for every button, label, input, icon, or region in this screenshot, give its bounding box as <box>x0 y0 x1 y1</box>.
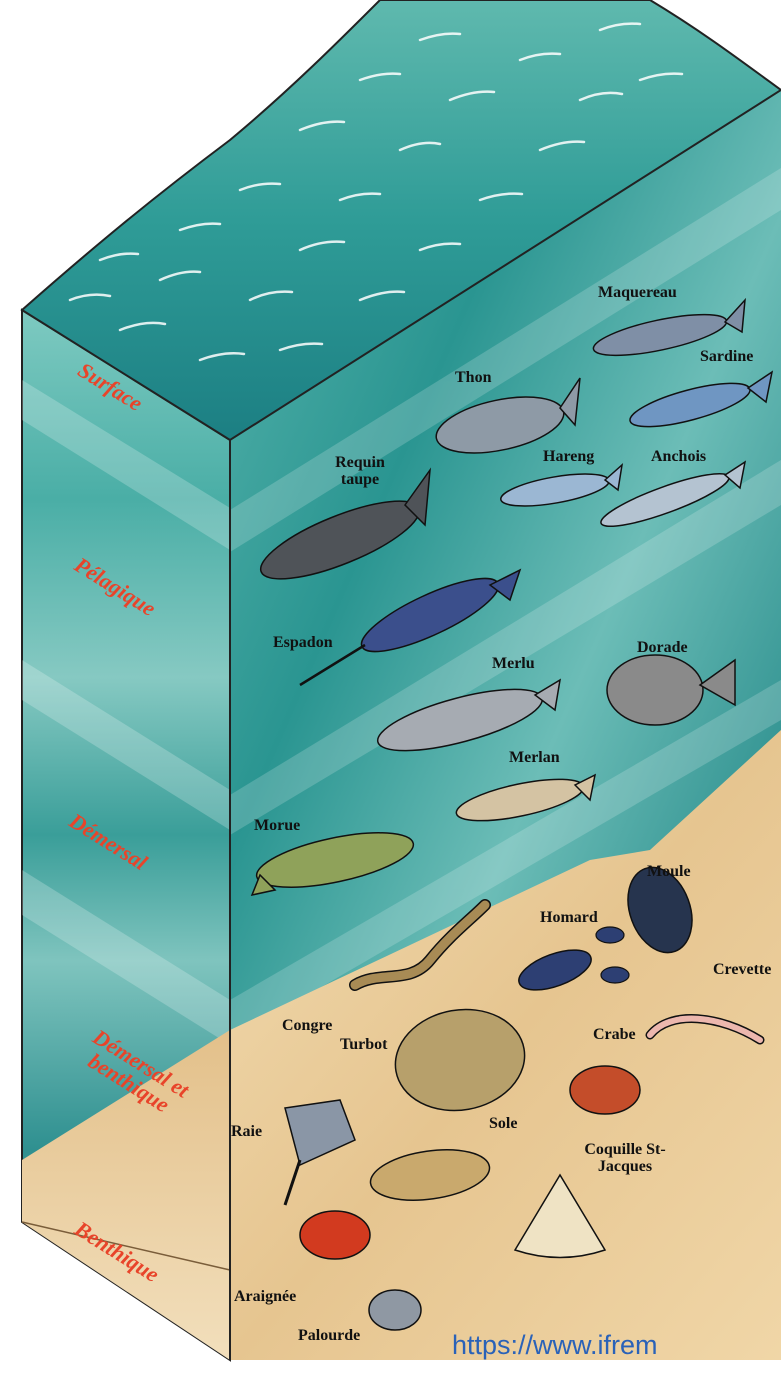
label-merlu: Merlu <box>492 656 535 673</box>
label-turbot: Turbot <box>340 1037 387 1054</box>
label-thon: Thon <box>455 370 491 387</box>
source-url[interactable]: https://www.ifrem <box>452 1330 658 1361</box>
label-anchois: Anchois <box>651 449 706 466</box>
label-congre: Congre <box>282 1018 332 1035</box>
araignee-crab <box>300 1211 370 1259</box>
label-raie: Raie <box>231 1124 262 1141</box>
label-requin: Requin taupe <box>325 455 395 489</box>
label-espadon: Espadon <box>273 635 333 652</box>
label-araignee: Araignée <box>234 1289 296 1306</box>
label-merlan: Merlan <box>509 750 560 767</box>
label-palourde: Palourde <box>298 1328 360 1345</box>
label-crabe: Crabe <box>593 1027 636 1044</box>
label-dorade: Dorade <box>637 640 688 657</box>
label-sardine: Sardine <box>700 349 753 366</box>
crabe-crab <box>570 1066 640 1114</box>
label-coquille: Coquille St-Jacques <box>570 1142 680 1176</box>
palourde-clam <box>369 1290 421 1330</box>
label-homard: Homard <box>540 910 598 927</box>
label-crevette: Crevette <box>713 962 771 979</box>
label-sole: Sole <box>489 1116 517 1133</box>
label-moule: Moule <box>647 864 691 881</box>
label-morue: Morue <box>254 818 300 835</box>
label-maquereau: Maquereau <box>598 285 677 302</box>
label-hareng: Hareng <box>543 449 594 466</box>
